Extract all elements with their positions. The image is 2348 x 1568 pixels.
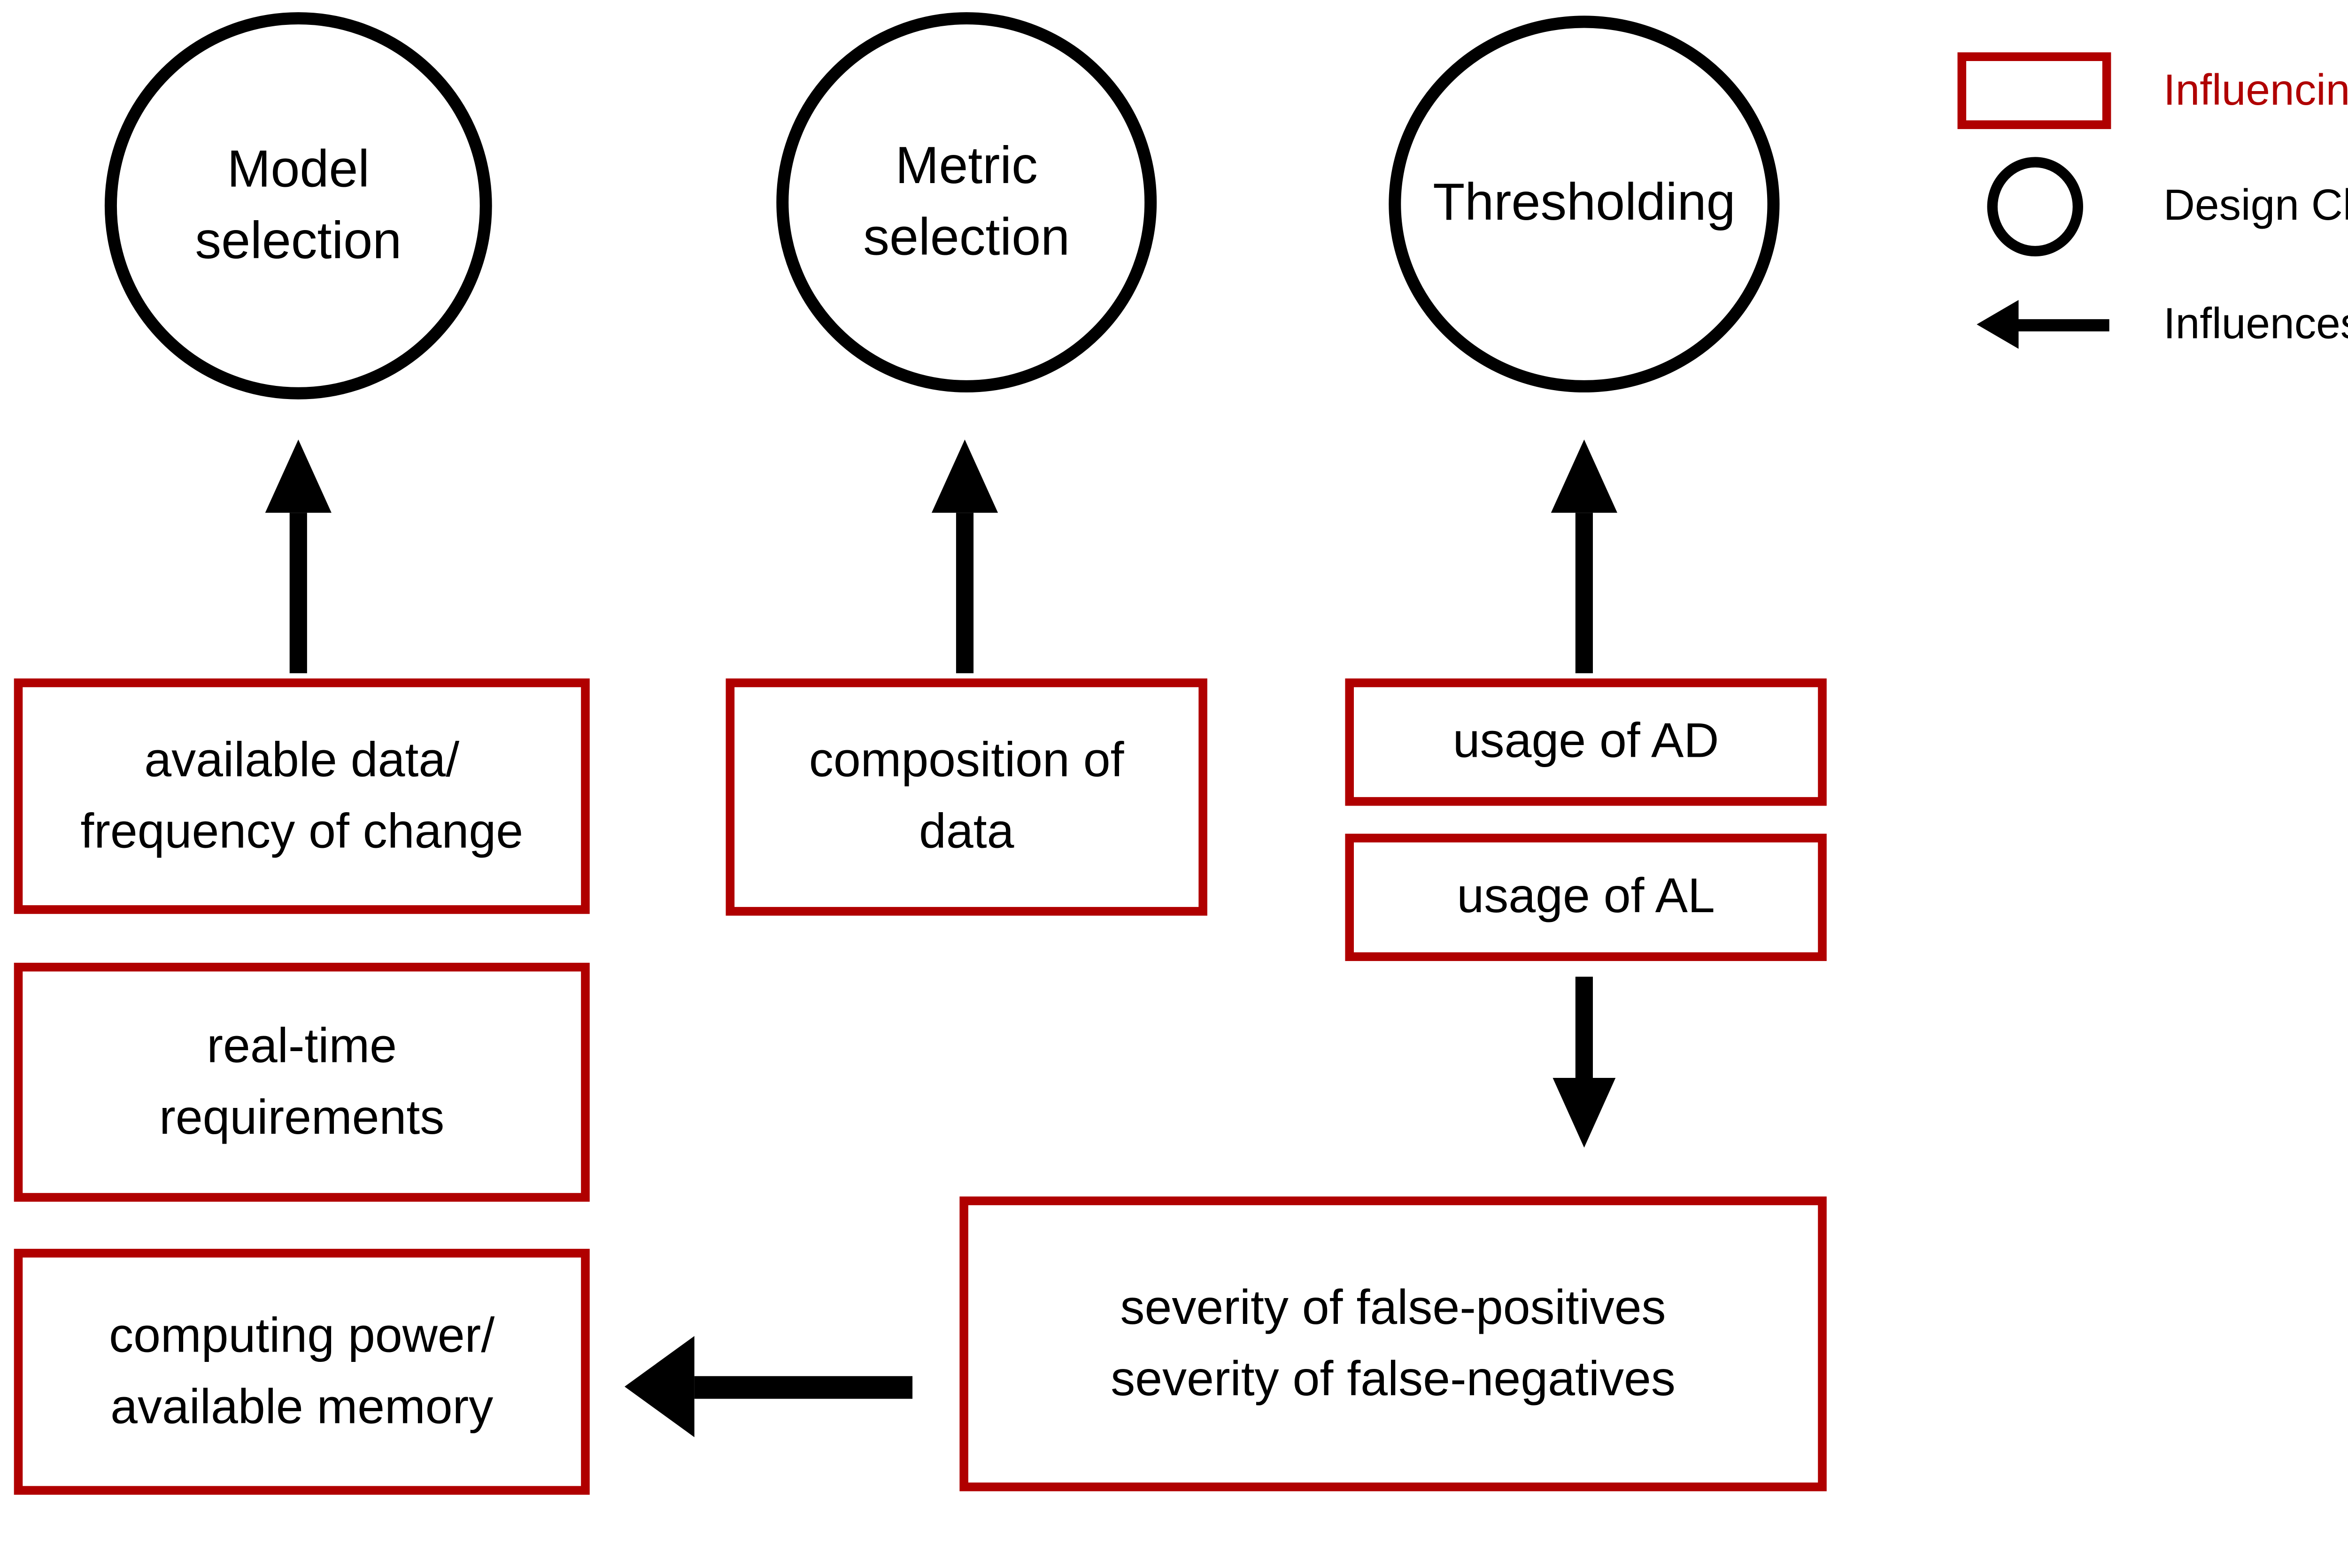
factor-label-line: requirements — [159, 1089, 445, 1144]
legend-influences-arrow-icon — [1977, 300, 2109, 349]
factor-label-line: computing power/ — [109, 1308, 495, 1362]
factor-label-line: usage of AD — [1452, 714, 1719, 768]
legend-influences-label: Influences — [2163, 299, 2348, 348]
arrow-down-usage-al-to-severity-icon — [1552, 976, 1616, 1148]
node-label-line: selection — [195, 213, 402, 270]
factor-computing-power: computing power/ available memory — [14, 1249, 590, 1495]
factor-label-line: data — [919, 804, 1014, 858]
factor-usage-of-ad: usage of AD — [1345, 678, 1827, 806]
factor-label-line: composition of — [809, 733, 1124, 788]
factor-label-line: usage of AL — [1457, 869, 1715, 923]
node-model-selection: Model selection — [104, 12, 492, 400]
node-thresholding: Thresholding — [1389, 15, 1780, 392]
legend-influencing-factors-label: Influencing Factors — [2163, 65, 2348, 115]
factor-label-line: severity of false-negatives — [1111, 1351, 1676, 1405]
factor-label-line: available memory — [110, 1378, 494, 1433]
legend-design-choices-circle-icon — [1987, 157, 2083, 257]
legend-design-choices-label: Design Choices — [2163, 180, 2348, 230]
node-metric-selection: Metric selection — [776, 12, 1157, 392]
factor-label-line: available data/ — [144, 732, 460, 787]
node-label-line: Model — [227, 140, 370, 199]
factor-real-time-requirements: real-time requirements — [14, 962, 590, 1202]
factor-label-line: real-time — [207, 1018, 397, 1073]
factor-usage-of-al: usage of AL — [1345, 833, 1827, 961]
arrow-up-usage-to-thresholding-icon — [1551, 439, 1617, 674]
arrow-up-available-data-to-model-selection-icon — [265, 439, 332, 674]
node-label-line: selection — [863, 209, 1070, 267]
arrow-up-composition-to-metric-selection-icon — [931, 439, 998, 674]
node-label-line: Metric — [895, 137, 1038, 195]
factor-composition-of-data: composition of data — [726, 678, 1207, 916]
node-label-line: Thresholding — [1433, 175, 1736, 233]
factor-label-line: frequency of change — [80, 803, 524, 858]
factor-available-data: available data/ frequency of change — [14, 678, 590, 914]
legend-influencing-factors-rectangle-icon — [1957, 52, 2111, 129]
factor-label-line: severity of false-positives — [1120, 1280, 1666, 1334]
factor-severity-false-positives-negatives: severity of false-positives severity of … — [959, 1196, 1827, 1491]
arrow-left-severity-to-computing-power-icon — [625, 1336, 913, 1437]
